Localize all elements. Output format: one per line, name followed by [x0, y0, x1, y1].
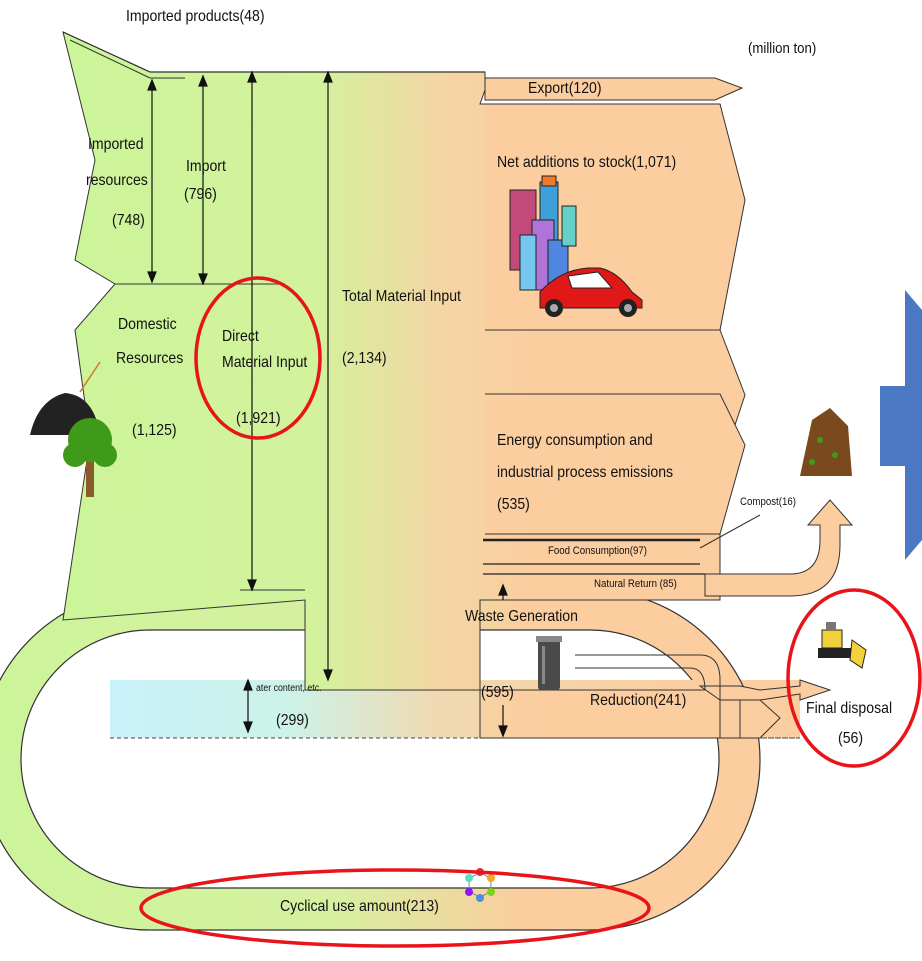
total-material-input-label: Total Material Input: [342, 288, 461, 305]
imported-resources-line2: resources: [86, 172, 148, 189]
waste-generation-label: Waste Generation: [465, 608, 578, 625]
food-consumption-label: Food Consumption(97): [548, 545, 648, 557]
compost-arrow: [704, 499, 854, 597]
units-label: (million ton): [748, 40, 817, 57]
export-arrow: [484, 77, 744, 101]
bulldozer-icon: [818, 622, 867, 669]
direct-material-input-line1: Direct: [222, 328, 259, 345]
reduction-label: Reduction(241): [590, 692, 687, 709]
car-icon: [539, 267, 643, 317]
imported-resources-line1: Imported: [88, 136, 144, 153]
import-label: Import: [186, 158, 226, 175]
tree-icon: [63, 418, 117, 497]
buildings-icon: [509, 175, 577, 291]
energy-line1: Energy consumption and: [497, 432, 653, 449]
energy-line2: industrial process emissions: [497, 464, 674, 481]
natural-return-label: Natural Return (85): [594, 578, 677, 590]
recycle-icon: [465, 868, 495, 902]
measure-arrows: [147, 70, 508, 738]
final-disposal-value: (56): [838, 730, 864, 747]
trash-can-icon: [536, 636, 562, 690]
highlight-cyclical-use: [139, 868, 651, 948]
highlight-direct-material-input: [194, 276, 322, 440]
compost-icon: [800, 408, 852, 476]
domestic-resources-value: (1,125): [132, 422, 177, 439]
highlight-final-disposal: [786, 588, 922, 768]
water-content-label: ater content, etc.: [256, 683, 322, 694]
domestic-resources-line1: Domestic: [118, 316, 177, 333]
final-disposal-label: Final disposal: [806, 700, 893, 717]
water-content-value: (299): [276, 712, 309, 729]
direct-material-input-value: (1,921): [236, 410, 281, 427]
cyclical-use-label: Cyclical use amount(213): [280, 898, 439, 915]
waste-generation-value: (595): [481, 684, 514, 701]
import-value: (796): [184, 186, 217, 203]
energy-value: (535): [497, 496, 530, 513]
export-label: Export(120): [528, 80, 602, 97]
direct-material-input-line2: Material Input: [222, 354, 308, 371]
reduction-arrow: [739, 699, 781, 739]
imported-resources-value: (748): [112, 212, 145, 229]
net-additions-label: Net additions to stock(1,071): [497, 154, 677, 171]
domestic-resources-line2: Resources: [116, 350, 184, 367]
total-material-input-value: (2,134): [342, 350, 387, 367]
compost-label: Compost(16): [740, 496, 796, 508]
imported-products-label: Imported products(48): [126, 8, 265, 25]
